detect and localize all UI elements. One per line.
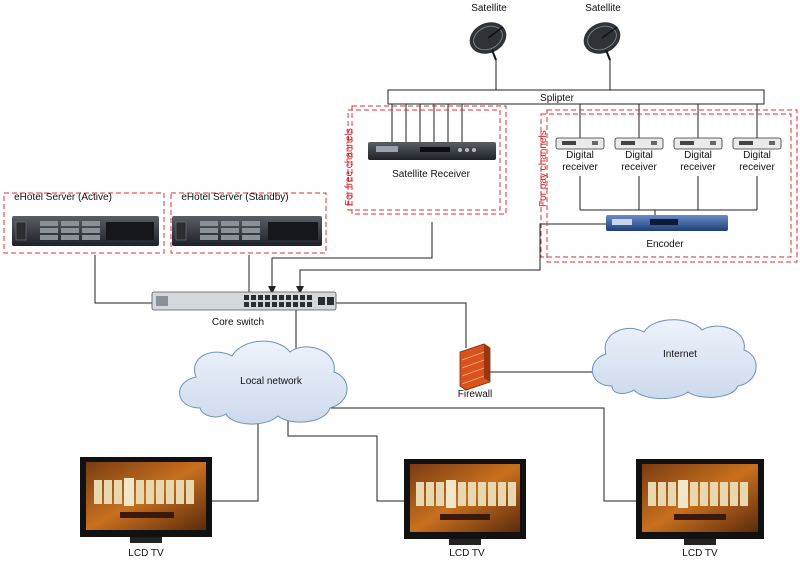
internet-cloud <box>591 319 757 399</box>
satellite-receiver-device <box>368 142 496 160</box>
core-switch-label: Core switch <box>212 317 264 328</box>
satellite-dish-2 <box>583 22 621 61</box>
firewall-icon <box>459 343 491 391</box>
local-network-cloud <box>179 340 348 425</box>
server-standby-label: eHotel Server (Standby) <box>181 192 288 203</box>
internet-label: Internet <box>663 349 697 360</box>
digital-receiver-label-3: Digital receiver <box>680 150 716 173</box>
digital-receiver-device-4 <box>732 137 782 150</box>
free-channels-label: For free channels <box>344 128 355 206</box>
splitter-label: Splipter <box>540 93 575 104</box>
lcd-tv-1-label: LCD TV <box>128 548 164 559</box>
lcd-tv-3 <box>636 459 764 545</box>
digital-receiver-device-1 <box>555 137 605 150</box>
digital-receiver-device-2 <box>614 137 664 150</box>
server-active-device <box>12 216 159 246</box>
lcd-tv-2-label: LCD TV <box>449 548 485 559</box>
digital-receiver-label-4: Digital receiver <box>739 150 775 173</box>
server-active-label: eHotel Server (Active) <box>14 192 112 203</box>
satellite-receiver-label: Satellite Receiver <box>392 169 470 180</box>
core-switch-device <box>151 291 337 311</box>
digital-receiver-label-2: Digital receiver <box>621 150 657 173</box>
lcd-tv-3-label: LCD TV <box>682 548 718 559</box>
connector-lines <box>94 58 758 502</box>
encoder-device <box>606 215 728 231</box>
lcd-tv-1 <box>80 457 212 543</box>
splitter-bar <box>387 89 765 105</box>
satellite-dish-1 <box>469 22 507 61</box>
satellite-2-label: Satellite <box>585 3 621 14</box>
digital-receiver-label-1: Digital receiver <box>562 150 598 173</box>
local-network-label: Local network <box>240 376 303 387</box>
server-standby-device <box>172 216 322 246</box>
lcd-tv-2 <box>404 459 526 545</box>
group-boxes <box>3 105 798 263</box>
pay-channels-label: For pay channels <box>538 130 549 207</box>
encoder-label: Encoder <box>646 239 684 250</box>
digital-receiver-device-3 <box>673 137 723 150</box>
satellite-1-label: Satellite <box>471 3 507 14</box>
firewall-label: Firewall <box>458 389 492 400</box>
